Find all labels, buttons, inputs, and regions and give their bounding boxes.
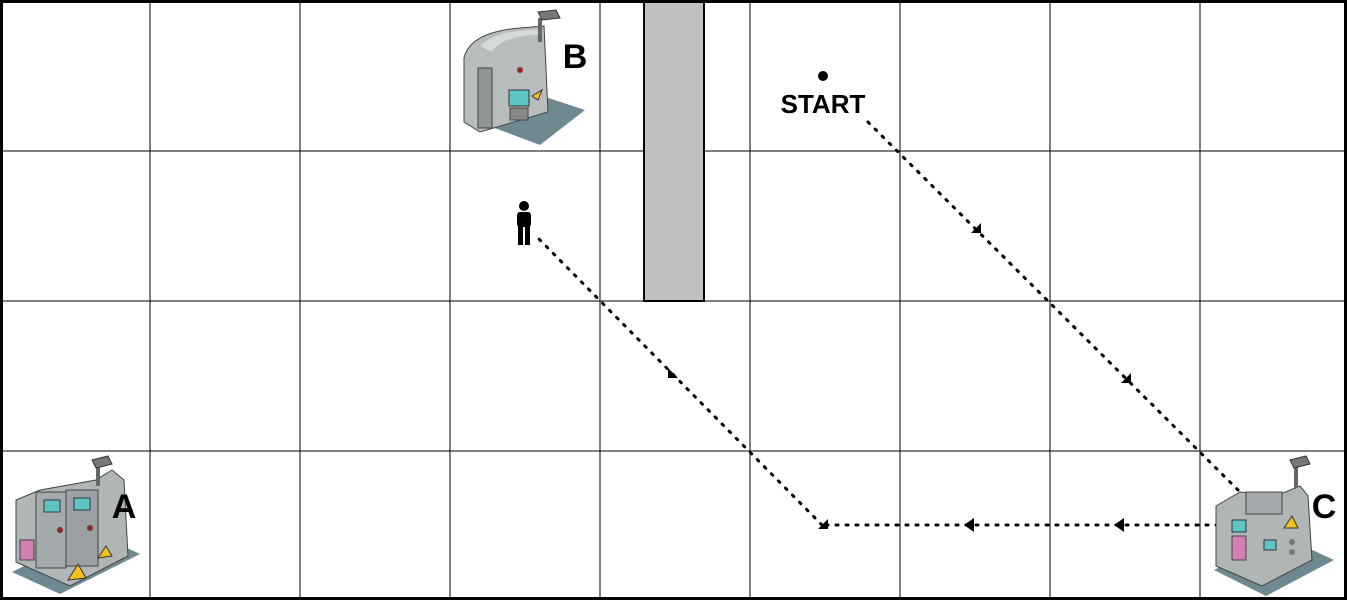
wall-obstacle [643, 1, 705, 302]
arrow-icon [971, 223, 981, 233]
arrow-icon [1114, 518, 1124, 532]
machine-b-icon [463, 9, 585, 145]
arrow-icon [964, 518, 974, 532]
arrow-icon [1121, 373, 1131, 383]
machine-a-label: A [112, 488, 137, 526]
path-segment-corner-to-person [533, 233, 824, 527]
start-label: START [781, 89, 866, 119]
machine-c-label: C [1312, 488, 1337, 526]
start-point-marker [818, 71, 828, 81]
machine-a-icon [12, 455, 140, 594]
person-icon [517, 201, 531, 245]
arrow-icon [668, 368, 678, 378]
machine-b-label: B [563, 38, 588, 76]
robot-path [533, 120, 1240, 527]
machine-c-icon [1214, 455, 1334, 596]
path-arrows [668, 223, 1272, 532]
path-segment-start-to-c [866, 120, 1240, 492]
arrow-icon [818, 519, 828, 529]
